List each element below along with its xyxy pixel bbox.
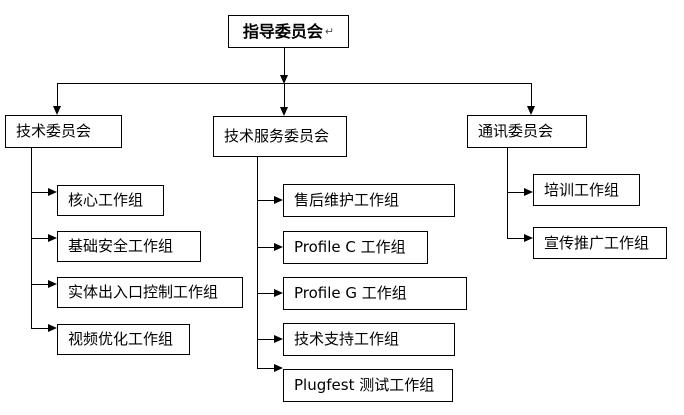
arrowhead-down-icon	[53, 106, 61, 115]
node-plugfest-test-working-group: Plugfest 测试工作组	[283, 369, 453, 402]
paragraph-mark: ↵	[324, 25, 335, 38]
node-label: 指导委员会	[242, 21, 323, 41]
node-communication-committee: 通讯委员会	[467, 115, 587, 148]
node-profile-c-working-group: Profile C 工作组	[283, 231, 428, 264]
connector-drop-middle	[284, 84, 285, 108]
node-training-working-group: 培训工作组	[533, 174, 640, 206]
arrowhead-right-icon	[274, 243, 283, 251]
arrowhead-down-icon	[280, 107, 288, 116]
connector-branch	[31, 238, 48, 239]
node-technical-service-committee: 技术服务委员会	[213, 116, 347, 157]
connector-trunk-middle	[257, 157, 258, 369]
node-after-sales-maintenance-working-group: 售后维护工作组	[283, 184, 455, 217]
connector-branch	[257, 339, 274, 340]
arrowhead-right-icon	[48, 188, 57, 196]
arrowhead-right-icon	[274, 364, 283, 372]
connector-trunk-right	[507, 148, 508, 239]
node-video-optimization-working-group: 视频优化工作组	[57, 324, 190, 355]
node-physical-access-control-working-group: 实体出入口控制工作组	[57, 277, 243, 308]
arrowhead-right-icon	[524, 234, 533, 242]
node-profile-g-working-group: Profile G 工作组	[283, 277, 467, 310]
connector-bus	[57, 83, 532, 84]
connector-branch	[257, 200, 274, 201]
connector-branch	[257, 247, 274, 248]
connector-drop-left	[57, 84, 58, 107]
connector-branch	[257, 368, 274, 369]
arrowhead-right-icon	[524, 188, 533, 196]
arrowhead-right-icon	[48, 280, 57, 288]
node-technical-committee: 技术委员会	[5, 115, 122, 148]
node-steering-committee: 指导委员会↵	[228, 15, 349, 48]
connector-branch	[31, 192, 48, 193]
connector-drop-right	[531, 84, 532, 107]
arrowhead-down-icon	[527, 106, 535, 115]
connector-branch	[507, 192, 524, 193]
arrowhead-down-icon	[280, 75, 288, 84]
arrowhead-right-icon	[274, 196, 283, 204]
arrowhead-right-icon	[274, 335, 283, 343]
arrowhead-right-icon	[274, 289, 283, 297]
connector-branch	[257, 293, 274, 294]
node-technical-support-working-group: 技术支持工作组	[283, 323, 455, 356]
connector-branch	[507, 238, 524, 239]
node-core-working-group: 核心工作组	[57, 185, 164, 216]
arrowhead-right-icon	[48, 324, 57, 332]
connector-branch	[31, 284, 48, 285]
arrowhead-right-icon	[48, 234, 57, 242]
connector-branch	[31, 328, 48, 329]
connector-root-stem	[284, 48, 285, 75]
node-publicity-promotion-working-group: 宣传推广工作组	[533, 227, 667, 259]
node-basic-security-working-group: 基础安全工作组	[57, 231, 201, 262]
